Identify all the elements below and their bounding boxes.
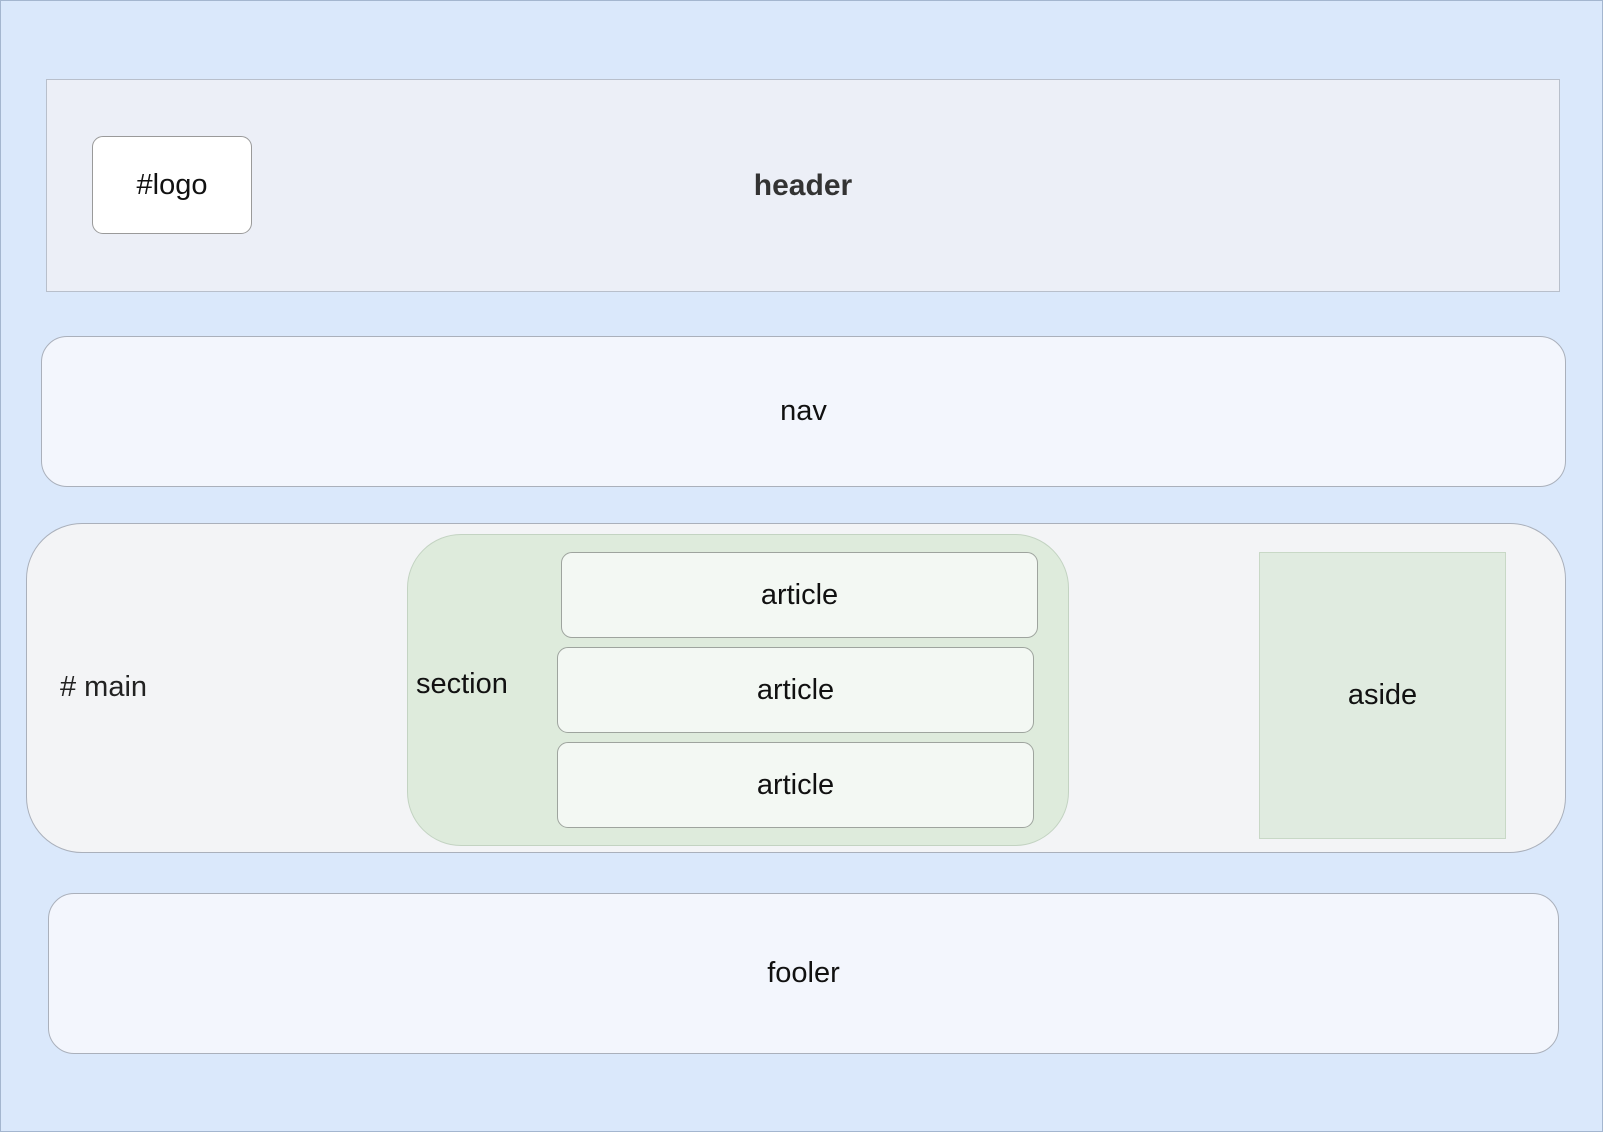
article-block-1: article <box>561 552 1038 638</box>
section-label: section <box>416 668 508 700</box>
footer-block: fooler <box>48 893 1559 1054</box>
article-block-2: article <box>557 647 1034 733</box>
aside-label: aside <box>1347 679 1418 711</box>
header-label: header <box>753 168 853 202</box>
article-label: article <box>756 768 835 801</box>
nav-label: nav <box>780 395 827 427</box>
logo-label: #logo <box>136 168 208 201</box>
article-label: article <box>760 578 839 611</box>
nav-block: nav <box>41 336 1566 487</box>
article-label: article <box>756 673 835 706</box>
header-block: header <box>46 79 1560 292</box>
logo-block: #logo <box>92 136 252 234</box>
article-block-3: article <box>557 742 1034 828</box>
footer-label: fooler <box>767 957 840 989</box>
aside-block: aside <box>1259 552 1506 839</box>
main-label: # main <box>60 671 148 703</box>
